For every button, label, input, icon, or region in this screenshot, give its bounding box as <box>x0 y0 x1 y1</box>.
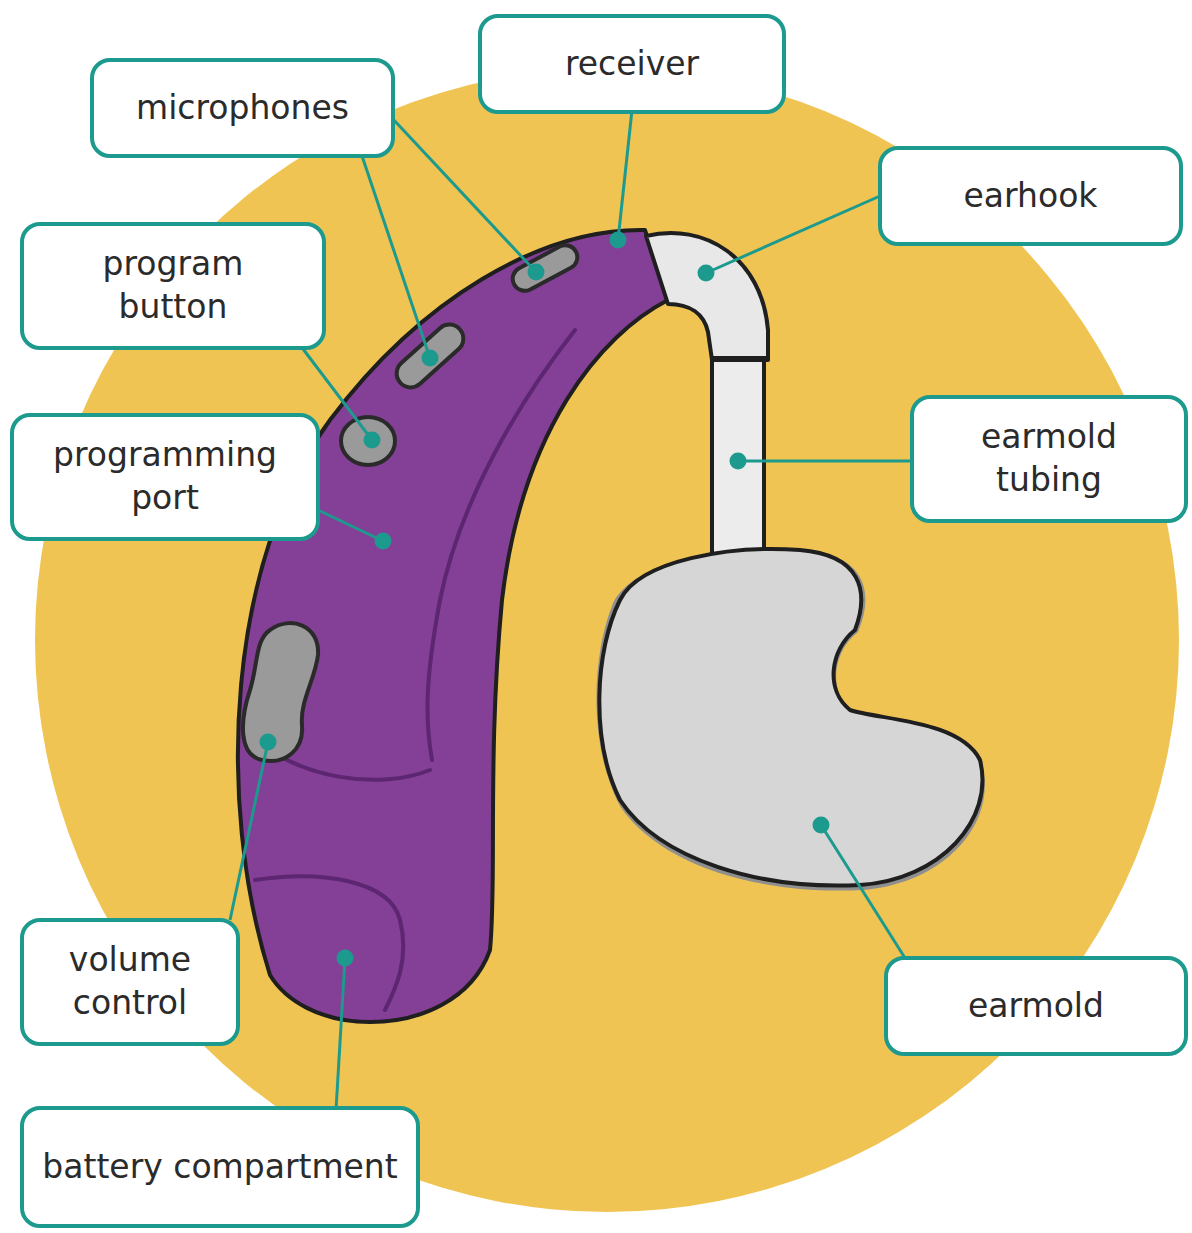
label-box: battery compartment <box>20 1106 420 1228</box>
leader-dot <box>699 266 713 280</box>
leader-line <box>360 150 430 358</box>
part-label: receiver <box>565 43 699 86</box>
label-box: programming port <box>10 413 320 541</box>
leader-line <box>618 110 632 240</box>
part-label: program button <box>83 243 263 329</box>
microphone-slot <box>508 241 581 295</box>
label-box: receiver <box>478 14 786 114</box>
body-seam <box>255 876 403 1010</box>
leader-line <box>392 118 536 272</box>
part-label: earhook <box>964 175 1098 218</box>
leader-dot <box>261 735 275 749</box>
leader-dot <box>814 818 828 832</box>
label-box: earmold <box>884 956 1188 1056</box>
leader-line <box>821 825 905 958</box>
part-label: volume control <box>40 939 220 1025</box>
tubing-joint <box>712 358 766 362</box>
leader-line <box>336 958 345 1110</box>
leader-dot <box>423 351 437 365</box>
label-box: microphones <box>90 58 395 158</box>
label-box: earmold tubing <box>910 395 1188 523</box>
leader-dot <box>376 534 390 548</box>
label-box: program button <box>20 222 326 350</box>
microphone-slot <box>391 319 469 393</box>
leader-line <box>318 510 383 541</box>
leader-lines <box>230 110 912 1110</box>
part-label: microphones <box>136 87 349 130</box>
leader-dot <box>611 233 625 247</box>
label-box: earhook <box>878 146 1183 246</box>
part-label: earmold <box>968 985 1104 1028</box>
leader-dot <box>338 951 352 965</box>
program-button-shape <box>341 417 395 465</box>
earmold-shape <box>599 549 982 885</box>
leader-dot <box>731 454 745 468</box>
leader-dot <box>529 265 543 279</box>
body-seam <box>427 330 575 760</box>
volume-control-shape <box>243 623 318 761</box>
part-label: programming port <box>30 434 300 520</box>
earmold-shadow <box>596 549 984 890</box>
part-label: battery compartment <box>42 1146 397 1189</box>
part-label: earmold tubing <box>944 416 1154 502</box>
leader-line <box>738 460 912 463</box>
leader-line <box>706 196 880 273</box>
label-box: volume control <box>20 918 240 1046</box>
leader-dot <box>365 433 379 447</box>
leader-line <box>230 742 268 920</box>
